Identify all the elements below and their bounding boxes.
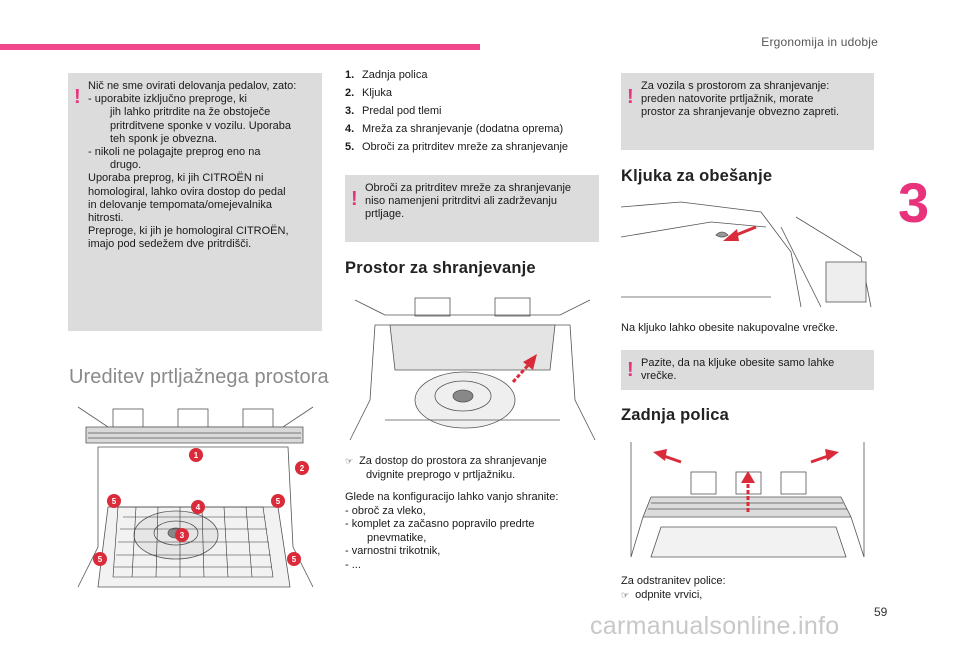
callout-label: 5 [112,497,117,506]
warning-box-vehicles: ! Za vozila s prostorom za shranjevanje:… [621,73,874,150]
storage-access-text: ☞ Za dostop do prostora za shranjevanje d… [345,455,600,482]
warning-line: teh sponk je obvezna. [110,132,218,145]
shelf-line: Za odstranitev police: [621,575,726,587]
warning-line: pritrditvene sponke v vozilu. Uporaba [110,119,291,132]
callout-label: 2 [300,464,305,473]
shelf-illustration [621,437,874,567]
warning-line: Uporaba preprog, ki jih CITROËN ni [88,172,264,185]
chapter-title: Ergonomija in udobje [761,35,878,49]
list-item: - komplet za začasno popravilo predrte [345,518,535,531]
list-item: 5.Obroči za pritrditev mreže za shranjev… [345,140,569,153]
warning-line: in delovanje tempomata/omejevalnika [88,198,273,211]
page-number: 59 [874,605,888,619]
warning-box-rings: ! Obroči za pritrditev mreže za shranjev… [345,175,599,242]
list-item: pnevmatike, [367,531,427,544]
list-item: - ... [345,558,361,571]
warning-line: prostor za shranjevanje obvezno zapreti. [641,106,840,119]
list-item: 2.Kljuka [345,86,392,99]
chapter-number: 3 [898,171,930,234]
warning-box-hook: ! Pazite, da na kljuke obesite samo lahk… [621,350,874,390]
callout-label: 5 [98,555,103,564]
storage-illustration [345,290,599,445]
callout-label: 5 [276,497,281,506]
items-intro: Glede na konfiguracijo lahko vanjo shran… [345,491,559,503]
warning-line: Za vozila s prostorom za shranjevanje: [641,80,830,92]
warning-line: preden natovorite prtljažnik, morate [641,93,814,106]
warning-line: Pazite, da na kljuke obesite samo lahke [641,357,835,369]
warning-box-pedals: ! Nič ne sme ovirati delovanja pedalov, … [68,73,322,331]
arrow-bullet-icon: ☞ [621,589,630,600]
list-item: - varnostni trikotnik, [345,545,441,558]
warning-line: Obroči za pritrditev mreže za shranjevan… [365,182,572,194]
callout-label: 1 [194,451,199,460]
callout-label: 3 [180,531,185,540]
storage-items-text: Glede na konfiguracijo lahko vanjo shran… [345,491,600,573]
section-title-shelf: Zadnja polica [621,406,730,424]
watermark: carmanualsonline.info [590,612,840,640]
shelf-line: odpnite vrvici, [635,588,703,601]
access-line: Za dostop do prostora za shranjevanje [359,455,547,467]
warning-line: Nič ne sme ovirati delovanja pedalov, za… [88,80,297,92]
warning-line: prtljage. [365,208,405,221]
parts-list: 1.Zadnja polica 2.Kljuka 3.Predal pod tl… [345,69,600,159]
warning-line: vrečke. [641,370,677,383]
hook-text: Na kljuko lahko obesite nakupovalne vreč… [621,322,839,334]
callout-label: 4 [196,503,201,512]
hook-illustration [621,197,874,312]
warning-line: niso namenjeni pritrditvi ali zadrževanj… [365,195,557,208]
section-title-trunk: Ureditev prtljažnega prostora [69,366,329,388]
warning-icon: ! [627,359,634,381]
list-item: 4.Mreža za shranjevanje (dodatna oprema) [345,122,564,135]
list-item: 3.Predal pod tlemi [345,104,442,117]
shelf-text: Za odstranitev police: ☞ odpnite vrvici, [621,575,874,602]
section-title-hook: Kljuka za obešanje [621,167,773,185]
list-item: 1.Zadnja polica [345,69,428,81]
trunk-illustration: 1 2 5 4 5 3 5 5 [68,397,322,597]
warning-line: hitrosti. [88,212,124,225]
list-item: - obroč za vleko, [345,504,426,517]
header-accent-bar [0,44,480,50]
arrow-bullet-icon: ☞ [345,456,354,466]
warning-icon: ! [351,188,358,210]
access-line: dvignite preprogo v prtljažniku. [366,468,516,481]
warning-line: jih lahko pritrdite na že obstoječe [110,106,271,119]
warning-line: homologiral, lahko ovira dostop do pedal [88,185,286,198]
warning-line: - uporabite izključno preproge, ki [88,93,247,106]
section-title-storage: Prostor za shranjevanje [345,259,536,277]
warning-icon: ! [627,86,634,108]
warning-line: - nikoli ne polagajte preprog eno na [88,146,261,159]
warning-icon: ! [74,86,81,108]
warning-line: imajo pod sedežem dve pritrdišči. [88,238,252,251]
warning-line: drugo. [110,159,142,172]
warning-line: Preproge, ki jih je homologiral CITROËN, [88,225,289,238]
callout-label: 5 [292,555,297,564]
